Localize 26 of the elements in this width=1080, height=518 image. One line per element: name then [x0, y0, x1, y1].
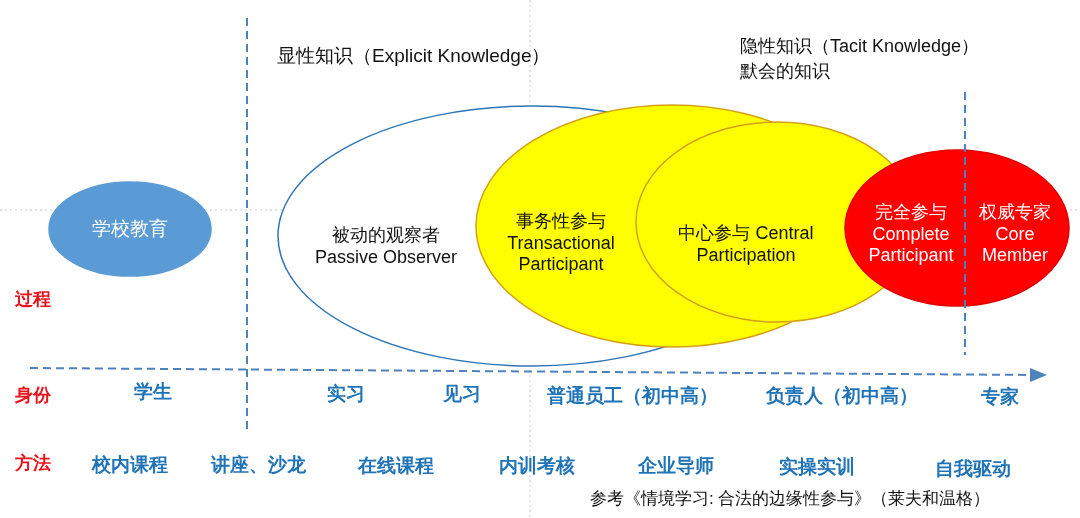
heading: 显性知识（Explicit Knowledge） [277, 44, 551, 68]
node-label: 中心参与 Central Participation [677, 223, 815, 267]
method-label: 讲座、沙龙 [210, 453, 306, 477]
method-label: 内训考核 [499, 454, 575, 478]
role-label: 学生 [134, 380, 172, 404]
method-label: 校内课程 [92, 453, 168, 477]
node-label: 完全参与 Complete Participant [867, 201, 955, 267]
role-label: 专家 [981, 385, 1019, 409]
heading: 隐性知识（Tacit Knowledge） [740, 36, 980, 58]
node-label: 事务性参与 Transactional Participant [506, 210, 616, 276]
method-label: 在线课程 [358, 454, 434, 478]
role-label: 负责人（初中高） [766, 384, 918, 408]
role-label: 实习 [327, 382, 365, 406]
node-label: 权威专家 Core Member [978, 201, 1052, 267]
row-label: 方法 [15, 453, 51, 475]
role-label: 普通员工（初中高） [546, 384, 718, 408]
row-label: 过程 [15, 289, 51, 311]
role-label: 见习 [443, 382, 481, 406]
subheading: 默会的知识 [740, 61, 830, 83]
node-label: 被动的观察者 Passive Observer [313, 225, 459, 269]
node-label: 学校教育 [91, 217, 169, 241]
method-label: 实操实训 [779, 455, 855, 479]
method-label: 自我驱动 [935, 457, 1011, 481]
row-label: 身份 [15, 385, 51, 407]
reference-note: 参考《情境学习: 合法的边缘性参与》（莱夫和温格） [590, 488, 991, 510]
method-label: 企业导师 [638, 454, 714, 478]
